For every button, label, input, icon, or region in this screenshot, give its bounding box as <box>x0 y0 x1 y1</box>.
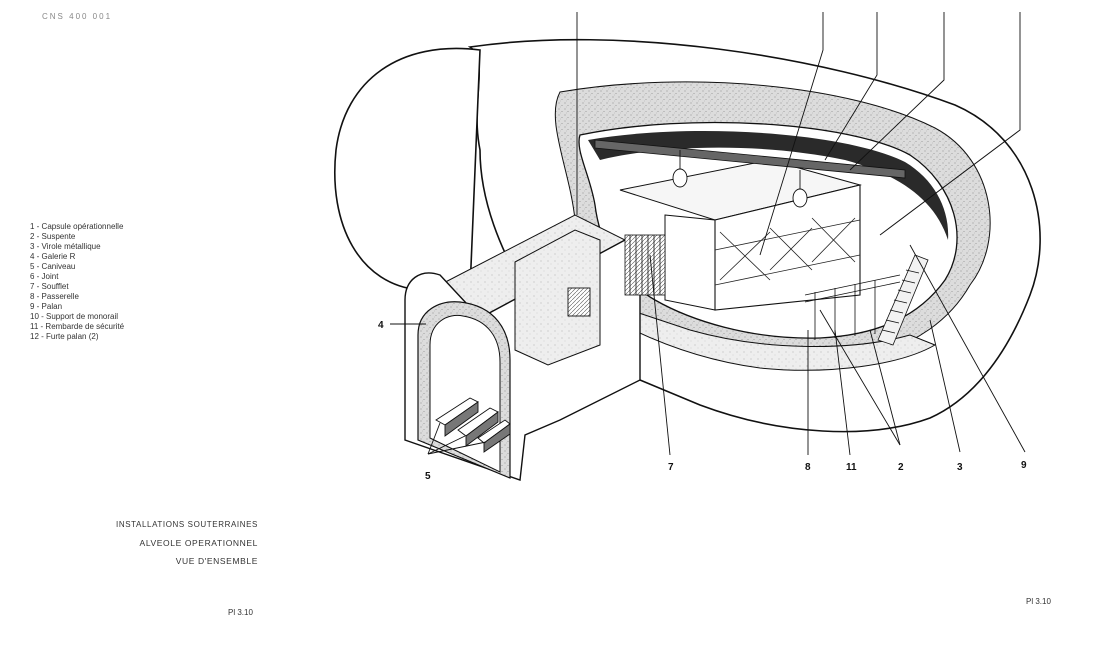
stairway <box>877 254 929 346</box>
floor-slab <box>598 299 937 371</box>
legend-item: 10 - Support de monorail <box>30 312 119 321</box>
caniveau-channels <box>435 397 511 453</box>
capsule-cross-bracing <box>714 217 861 286</box>
legend-item: 8 - Passerelle <box>30 292 79 301</box>
alveole-left-dome <box>334 47 481 291</box>
legend-item: 6 - Joint <box>30 272 59 281</box>
legend-item: 9 - Palan <box>30 302 63 311</box>
callout-11: 11 <box>846 462 857 473</box>
title-line-1: INSTALLATIONS SOUTERRAINES <box>116 520 258 529</box>
callout-2: 2 <box>898 462 904 473</box>
callout-4: 4 <box>378 320 384 331</box>
access-door <box>567 287 591 317</box>
cavity-dark-rim <box>588 131 949 240</box>
legend-item: 2 - Suspente <box>30 232 76 241</box>
capsule-front <box>664 214 716 311</box>
legend-item: 5 - Caniveau <box>30 262 76 271</box>
legend-item: 3 - Virole métallique <box>30 242 101 251</box>
hoist-right <box>792 170 808 208</box>
walkway-passerelle <box>804 274 901 340</box>
title-line-2: ALVEOLE OPERATIONNEL <box>139 538 258 548</box>
hoist-left <box>672 150 688 188</box>
legend-item: 7 - Soufflet <box>30 282 69 291</box>
callout-7: 7 <box>668 462 674 473</box>
document-code: CNS 400 001 <box>42 12 113 21</box>
legend-list: 1 - Capsule opérationnelle 2 - Suspente … <box>30 222 124 342</box>
leader-lines <box>390 12 1026 456</box>
legend-item: 12 - Furte palan (2) <box>30 332 99 341</box>
plate-number-left: Pl 3.10 <box>228 608 253 617</box>
legend-item: 1 - Capsule opérationnelle <box>30 222 124 231</box>
callout-9: 9 <box>1021 460 1027 471</box>
capsule-side <box>714 184 861 311</box>
monorail-beam <box>594 139 906 179</box>
callout-5: 5 <box>425 471 431 482</box>
legend-item: 4 - Galerie R <box>30 252 76 261</box>
callout-3: 3 <box>957 462 963 473</box>
access-room-wall <box>514 229 601 366</box>
legend-item: 11 - Rembarde de sécurité <box>30 322 125 331</box>
soufflet-bellows <box>624 234 666 296</box>
callout-8: 8 <box>805 462 811 473</box>
title-line-3: VUE D'ENSEMBLE <box>175 556 258 566</box>
plate-number-right: Pl 3.10 <box>1026 597 1051 606</box>
